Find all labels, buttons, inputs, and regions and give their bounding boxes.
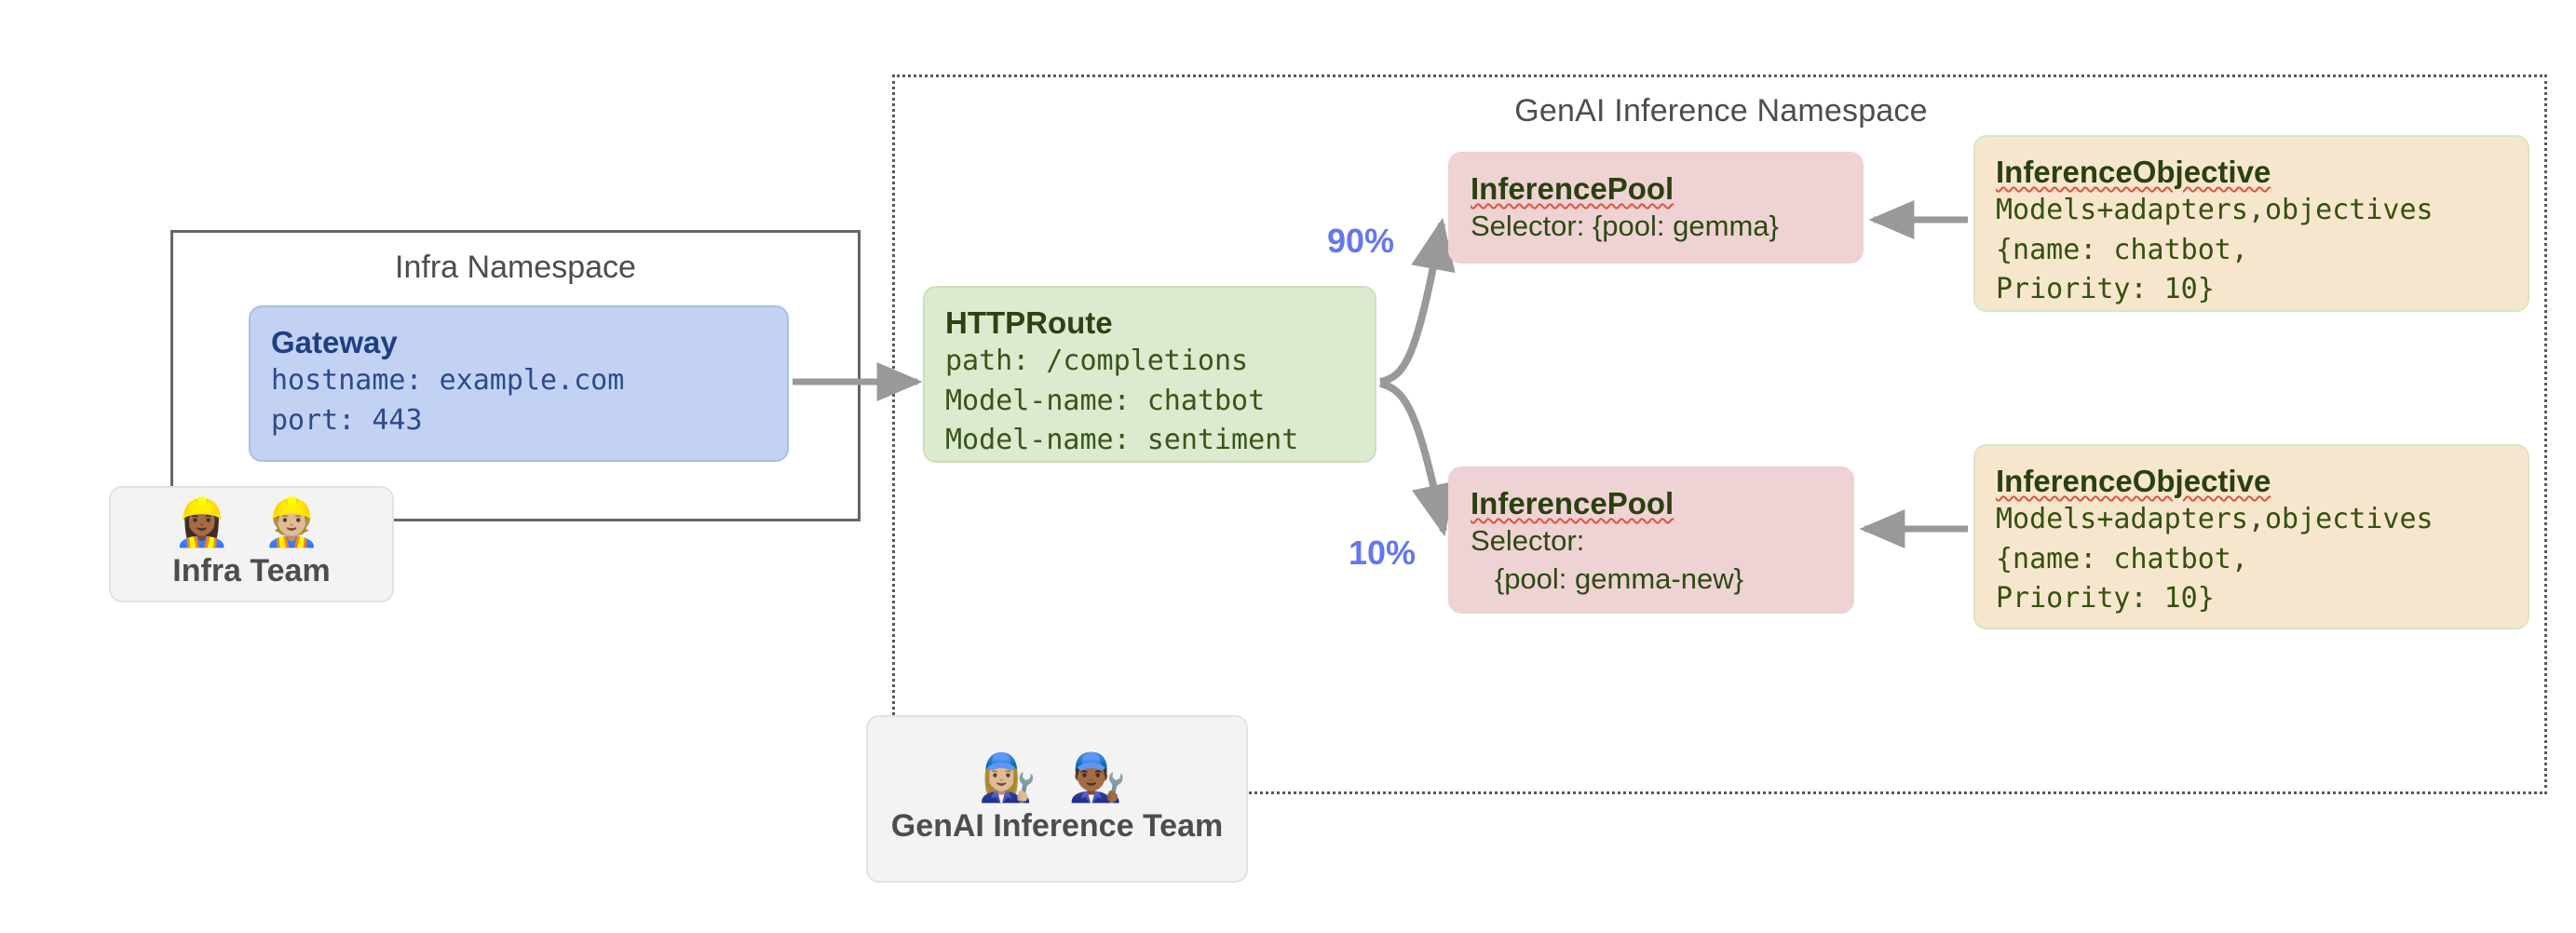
traffic-weight-10: 10% [1349,534,1417,572]
infra-namespace-container [170,230,861,521]
gateway-port: port: 443 [271,403,423,437]
httproute-path: path: /completions [945,345,1249,378]
inferenceobjective-bottom-priority: Priority: 10} [1996,582,2215,615]
httproute-title: HTTPRoute [945,305,1113,340]
infra-namespace-label: Infra Namespace [395,250,636,285]
inferenceobjective-top-priority: Priority: 10} [1996,273,2215,306]
inferenceobjective-bottom-node[interactable]: InferenceObjective Models+adapters,objec… [1973,444,2529,629]
inferencepool-gemma-selector: Selector: {pool: gemma} [1471,210,1779,243]
inferencepool-gemma-new-title: InferencePool [1471,486,1674,521]
gateway-title: Gateway [271,325,398,359]
genai-inference-team-label: GenAI Inference Team [890,807,1224,844]
inferenceobjective-top-name: {name: chatbot, [1996,233,2248,266]
inferencepool-gemma-new-selector-value: {pool: gemma-new} [1471,561,1743,595]
infra-team-label: Infra Team [172,553,331,588]
httproute-node[interactable]: HTTPRoute path: /completions Model-name:… [923,286,1376,463]
inferenceobjective-top-models: Models+adapters,objectives [1996,194,2434,227]
inferencepool-gemma-new-node[interactable]: InferencePool Selector: {pool: gemma-new… [1448,466,1854,614]
construction-worker-icon: 👷🏾‍♀️ 👷🏼 [172,496,331,548]
inferencepool-gemma-node[interactable]: InferencePool Selector: {pool: gemma} [1448,152,1864,264]
gateway-hostname: hostname: example.com [271,364,625,398]
inferencepool-gemma-title: InferencePool [1471,171,1674,206]
inferenceobjective-top-node[interactable]: InferenceObjective Models+adapters,objec… [1973,135,2529,312]
inferenceobjective-bottom-models: Models+adapters,objectives [1996,503,2434,536]
inferenceobjective-bottom-name: {name: chatbot, [1996,542,2248,575]
mechanic-icon: 👩🏼‍🔧 👨🏾‍🔧 [978,750,1136,804]
inferencepool-gemma-new-selector-label: Selector: [1471,524,1585,558]
httproute-model-name-chatbot: Model-name: chatbot [945,384,1266,417]
genai-inference-team-card[interactable]: 👩🏼‍🔧 👨🏾‍🔧 GenAI Inference Team [866,715,1248,883]
genai-inference-namespace-label: GenAI Inference Namespace [1514,93,1928,128]
traffic-weight-90: 90% [1327,222,1395,260]
gateway-node[interactable]: Gateway hostname: example.com port: 443 [249,305,789,462]
httproute-model-name-sentiment: Model-name: sentiment [945,424,1299,457]
infra-team-card[interactable]: 👷🏾‍♀️ 👷🏼 Infra Team [109,486,394,602]
inferenceobjective-bottom-title: InferenceObjective [1996,464,2271,498]
inferenceobjective-top-title: InferenceObjective [1996,155,2271,189]
genai-inference-namespace-container [892,74,2547,794]
